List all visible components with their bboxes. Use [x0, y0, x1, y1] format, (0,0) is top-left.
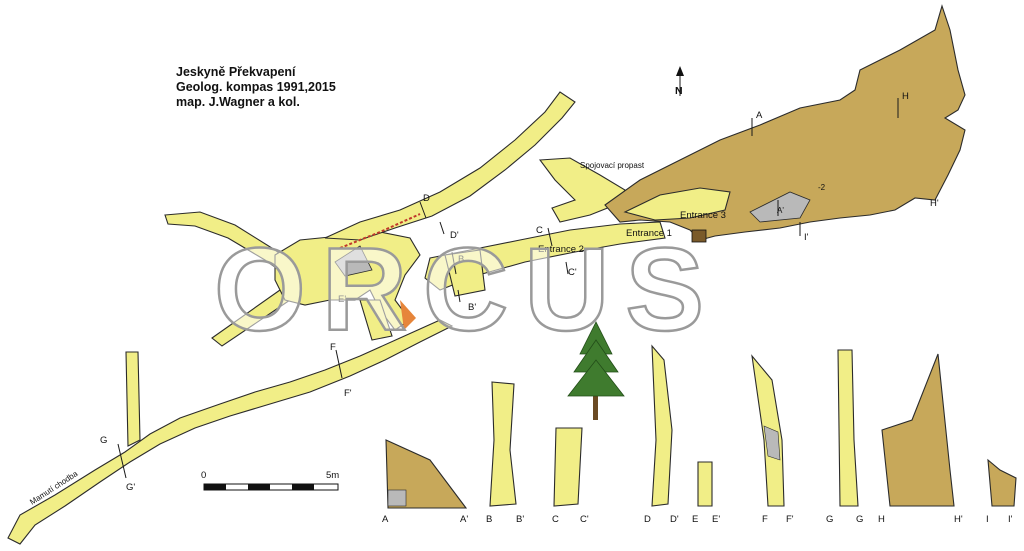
profile-label: I'	[1008, 514, 1013, 525]
marker-b: B	[458, 254, 464, 265]
passage-spojovaci	[538, 157, 626, 223]
profile-h	[881, 353, 955, 507]
profile-label: B	[486, 514, 492, 525]
passage-entrance-2	[424, 221, 666, 291]
north-arrow-icon: N	[675, 66, 684, 97]
profiles	[385, 344, 1017, 509]
marker-d1: D'	[450, 230, 459, 241]
profile-label: I	[986, 514, 989, 525]
scale-start: 0	[201, 470, 206, 481]
section-markers: A A' B B' C C' D D' E' F F' G G' H H' I'	[100, 91, 939, 493]
north-label: N	[675, 85, 683, 97]
scale-end: 5m	[326, 470, 339, 481]
profile-label: C'	[580, 514, 589, 525]
passage-north-diagonal	[324, 91, 576, 241]
profile-i	[987, 458, 1017, 507]
passage-side-g	[125, 351, 141, 447]
marker-g1: G'	[126, 482, 135, 493]
label-entrance-3: Entrance 3	[680, 210, 726, 221]
profile-label: A'	[460, 514, 468, 525]
profile-label: G	[826, 514, 833, 525]
tree-icon	[567, 321, 625, 420]
entrance-3-recess	[623, 187, 731, 221]
watermark: ORCUS	[214, 224, 720, 356]
label-depth: -2	[818, 183, 826, 192]
profile-label: H	[878, 514, 885, 525]
profile-label: G	[856, 514, 863, 525]
boulder-block-hall	[334, 245, 373, 277]
profile-label: E'	[712, 514, 720, 525]
marker-g: G	[100, 435, 107, 446]
profile-b	[489, 381, 517, 507]
profile-d	[651, 344, 673, 507]
cave-plan	[7, 4, 966, 545]
map-title: Jeskyně Překvapení	[176, 65, 296, 79]
profile-labels: A A' B B' C C' D D' E E' F F' G G H H' I…	[382, 514, 1013, 525]
marker-i1: I'	[804, 232, 809, 243]
profile-label: E	[692, 514, 698, 525]
main-chamber	[604, 4, 966, 241]
map-authors: map. J.Wagner a kol.	[176, 95, 300, 109]
profile-label: D'	[670, 514, 679, 525]
map-subtitle: Geolog. kompas 1991,2015	[176, 80, 336, 94]
orange-wedge	[400, 300, 416, 330]
profile-label: D	[644, 514, 651, 525]
red-edge-line	[339, 213, 421, 249]
profile-label: B'	[516, 514, 524, 525]
marker-b1: B'	[468, 302, 476, 313]
profile-label: F	[762, 514, 768, 525]
label-entrance-1: Entrance 1	[626, 228, 672, 239]
passage-south	[359, 299, 393, 341]
marker-a: A	[756, 110, 763, 121]
marker-f: F	[330, 342, 336, 353]
label-spojovaci: Spojovací propast	[580, 161, 645, 170]
marker-h1: H'	[930, 198, 939, 209]
entrance-gate-icon	[691, 229, 707, 243]
marker-c1: C'	[568, 267, 577, 278]
profile-g	[837, 349, 859, 507]
profile-label: F'	[786, 514, 794, 525]
marker-e1: E'	[338, 294, 346, 305]
profile-label: C	[552, 514, 559, 525]
profile-e	[697, 461, 713, 507]
profile-c	[553, 427, 583, 507]
passage-b-branch	[444, 249, 486, 297]
marker-c: C	[536, 225, 543, 236]
marker-f1: F'	[344, 388, 352, 399]
boulder-block	[749, 191, 811, 223]
passage-mamuti	[7, 319, 454, 545]
title-block: Jeskyně Překvapení Geolog. kompas 1991,2…	[176, 65, 336, 109]
profile-label: H'	[954, 514, 963, 525]
profile-label: A	[382, 514, 389, 525]
marker-h: H	[902, 91, 909, 102]
marker-a1: A'	[777, 206, 784, 215]
scale-bar: 0 5m	[201, 470, 339, 491]
marker-d: D	[423, 193, 430, 204]
label-entrance-2: Entrance 2	[538, 244, 584, 255]
